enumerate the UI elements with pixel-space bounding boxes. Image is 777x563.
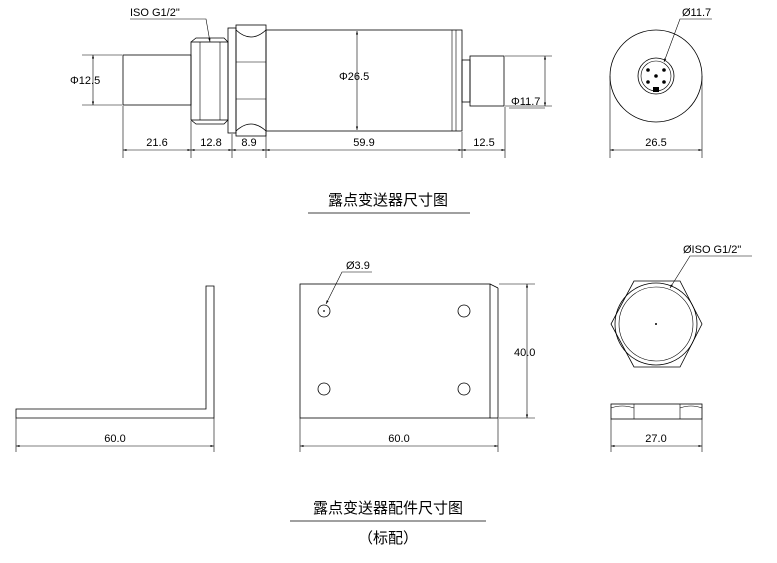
- nut-width-label: 27.0: [645, 433, 666, 445]
- mounting-hole: [457, 304, 471, 318]
- connector-diameter-label: Φ11.7: [511, 96, 540, 108]
- plate-width-label: 60.0: [388, 433, 409, 445]
- body-diameter-label: Φ26.5: [339, 71, 369, 83]
- bracket-side-length: 60.0: [104, 433, 125, 445]
- sensor-front-view: ISO G1/2" Φ12.5 Φ26.5 Φ11.7 21.: [70, 7, 552, 158]
- length-thread: 12.8: [200, 137, 221, 149]
- filter-diameter-label: Φ12.5: [70, 75, 100, 87]
- bracket-plate-view: Ø3.9 60.0 40.0: [299, 260, 535, 452]
- nut-thread-label: ØISO G1/2": [683, 244, 741, 256]
- length-connector: 12.5: [473, 137, 494, 149]
- thread-section: [190, 37, 229, 125]
- nut-views: ØISO G1/2" 27.0: [610, 244, 752, 452]
- sensor-dimensions-title: 露点变送器尺寸图: [328, 191, 448, 209]
- accessory-dimensions-title: 露点变送器配件尺寸图: [313, 499, 463, 517]
- hex-nut: [227, 24, 267, 137]
- mounting-hole: [317, 382, 331, 396]
- hole-diameter-label: Ø3.9: [346, 260, 370, 272]
- mounting-hole: [457, 382, 471, 396]
- length-nut: 8.9: [241, 137, 256, 149]
- sensor-end-view: Ø11.7 26.5: [609, 7, 712, 158]
- thread-label: ISO G1/2": [130, 7, 180, 19]
- bracket-side-view: 60.0: [15, 285, 215, 452]
- connector: [461, 55, 505, 107]
- end-connector-diameter: Ø11.7: [682, 7, 711, 19]
- filter-element: [122, 54, 192, 106]
- accessory-note: （标配）: [358, 529, 418, 547]
- length-dimensions: 21.6 12.8 8.9 59.9 12.5: [122, 106, 506, 158]
- plate-height-label: 40.0: [514, 347, 535, 359]
- end-width-label: 26.5: [645, 137, 666, 149]
- mounting-hole: [317, 304, 331, 318]
- length-body: 59.9: [353, 137, 374, 149]
- length-filter: 21.6: [146, 137, 167, 149]
